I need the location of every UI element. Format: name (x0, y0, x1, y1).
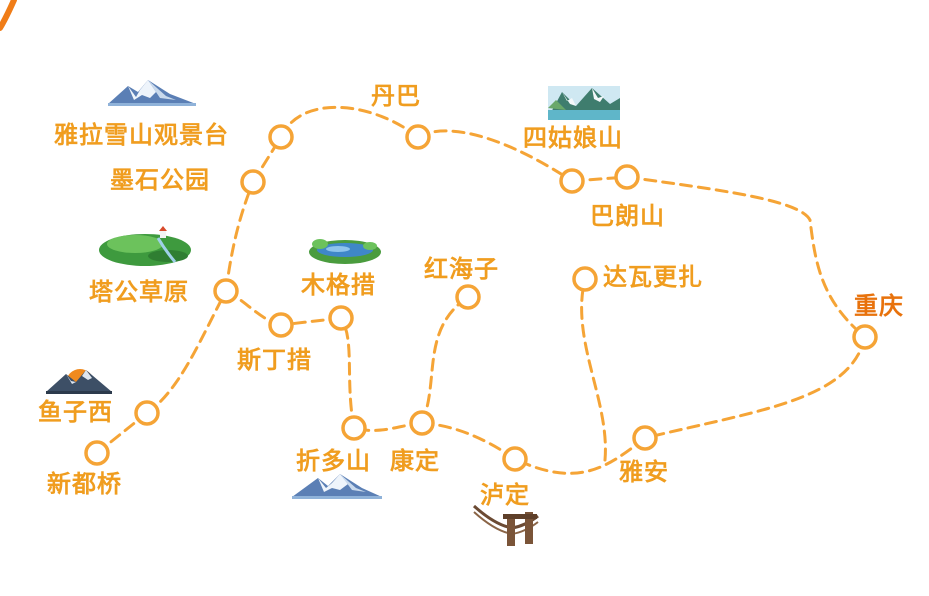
stop-marker-kangding[interactable] (409, 410, 435, 436)
stop-label-yaan: 雅安 (619, 458, 669, 486)
stop-label-chongqing: 重庆 (854, 292, 904, 320)
stop-label-yuzixi: 鱼子西 (38, 398, 113, 426)
stop-marker-hongchaizi[interactable] (455, 284, 481, 310)
stop-label-yala: 雅拉雪山观景台 (54, 121, 229, 149)
stop-marker-tagong[interactable] (213, 278, 239, 304)
stop-label-luding: 泸定 (480, 481, 530, 509)
sunrise-mountain-icon (46, 369, 112, 394)
stop-label-dawa: 达瓦更扎 (603, 263, 703, 291)
stop-marker-yaan[interactable] (632, 425, 658, 451)
snow-mountain-icon (108, 80, 196, 106)
stop-label-siguniang: 四姑娘山 (523, 124, 623, 152)
stop-label-molang: 巴朗山 (590, 202, 665, 230)
stop-marker-zheduo[interactable] (341, 415, 367, 441)
stop-marker-xinduqiao[interactable] (84, 440, 110, 466)
stop-label-tagong: 塔公草原 (89, 278, 189, 306)
stop-label-moshi: 墨石公园 (110, 166, 210, 194)
stop-marker-chongqing[interactable] (852, 324, 878, 350)
stop-label-hongchaizi: 红海子 (424, 255, 499, 283)
stop-marker-molang[interactable] (614, 164, 640, 190)
stop-marker-yuzixi[interactable] (134, 400, 160, 426)
lake-mountain-icon (548, 86, 620, 120)
route-line (95, 105, 867, 475)
stop-marker-yala[interactable] (268, 124, 294, 150)
stop-label-danba: 丹巴 (371, 82, 421, 110)
snow-mountain-icon (292, 474, 382, 499)
stop-label-siding: 斯丁措 (237, 346, 312, 374)
stop-label-zheduo: 折多山 (296, 447, 371, 475)
stop-marker-siding[interactable] (268, 312, 294, 338)
stop-marker-siguniang[interactable] (559, 168, 585, 194)
decorative-arc (0, 0, 17, 31)
stop-marker-danba[interactable] (405, 124, 431, 150)
grassland-icon (99, 226, 191, 266)
stop-marker-dawa[interactable] (572, 266, 598, 292)
lake-icon (309, 239, 381, 264)
stop-marker-mugecuo[interactable] (328, 305, 354, 331)
chain-bridge-icon (472, 504, 539, 546)
stop-label-xinduqiao: 新都桥 (47, 470, 122, 498)
stop-marker-luding[interactable] (502, 446, 528, 472)
stop-marker-moshi[interactable] (240, 169, 266, 195)
stop-label-kangding: 康定 (390, 447, 440, 475)
stop-label-mugecuo: 木格措 (301, 271, 376, 299)
